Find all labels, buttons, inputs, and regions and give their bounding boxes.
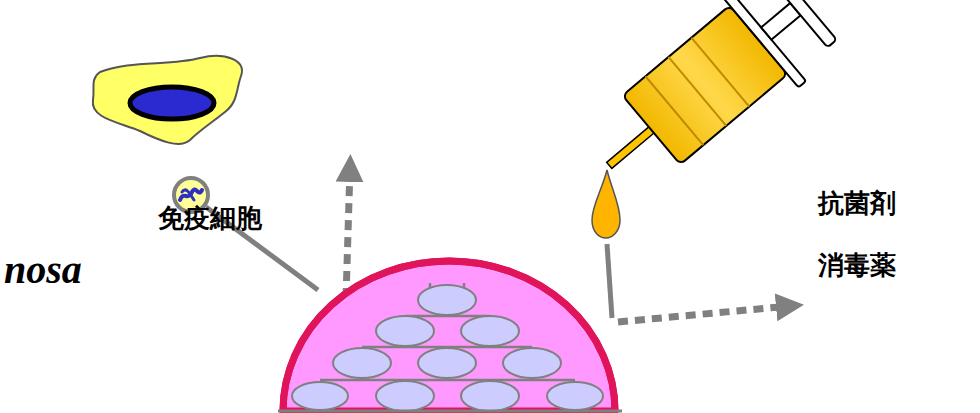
immune-cell (93, 56, 242, 144)
text-label: nosa (4, 246, 82, 294)
leader-line (607, 244, 612, 318)
dashed-arrow (618, 306, 790, 322)
text-label: 免疫細胞 (158, 203, 262, 234)
dashed-arrow (346, 168, 350, 298)
vesicle (174, 178, 318, 290)
text-label: 抗菌剤 (818, 188, 896, 219)
drop (592, 170, 620, 238)
biofilm (278, 261, 622, 411)
text-label: 消毒薬 (818, 250, 896, 281)
